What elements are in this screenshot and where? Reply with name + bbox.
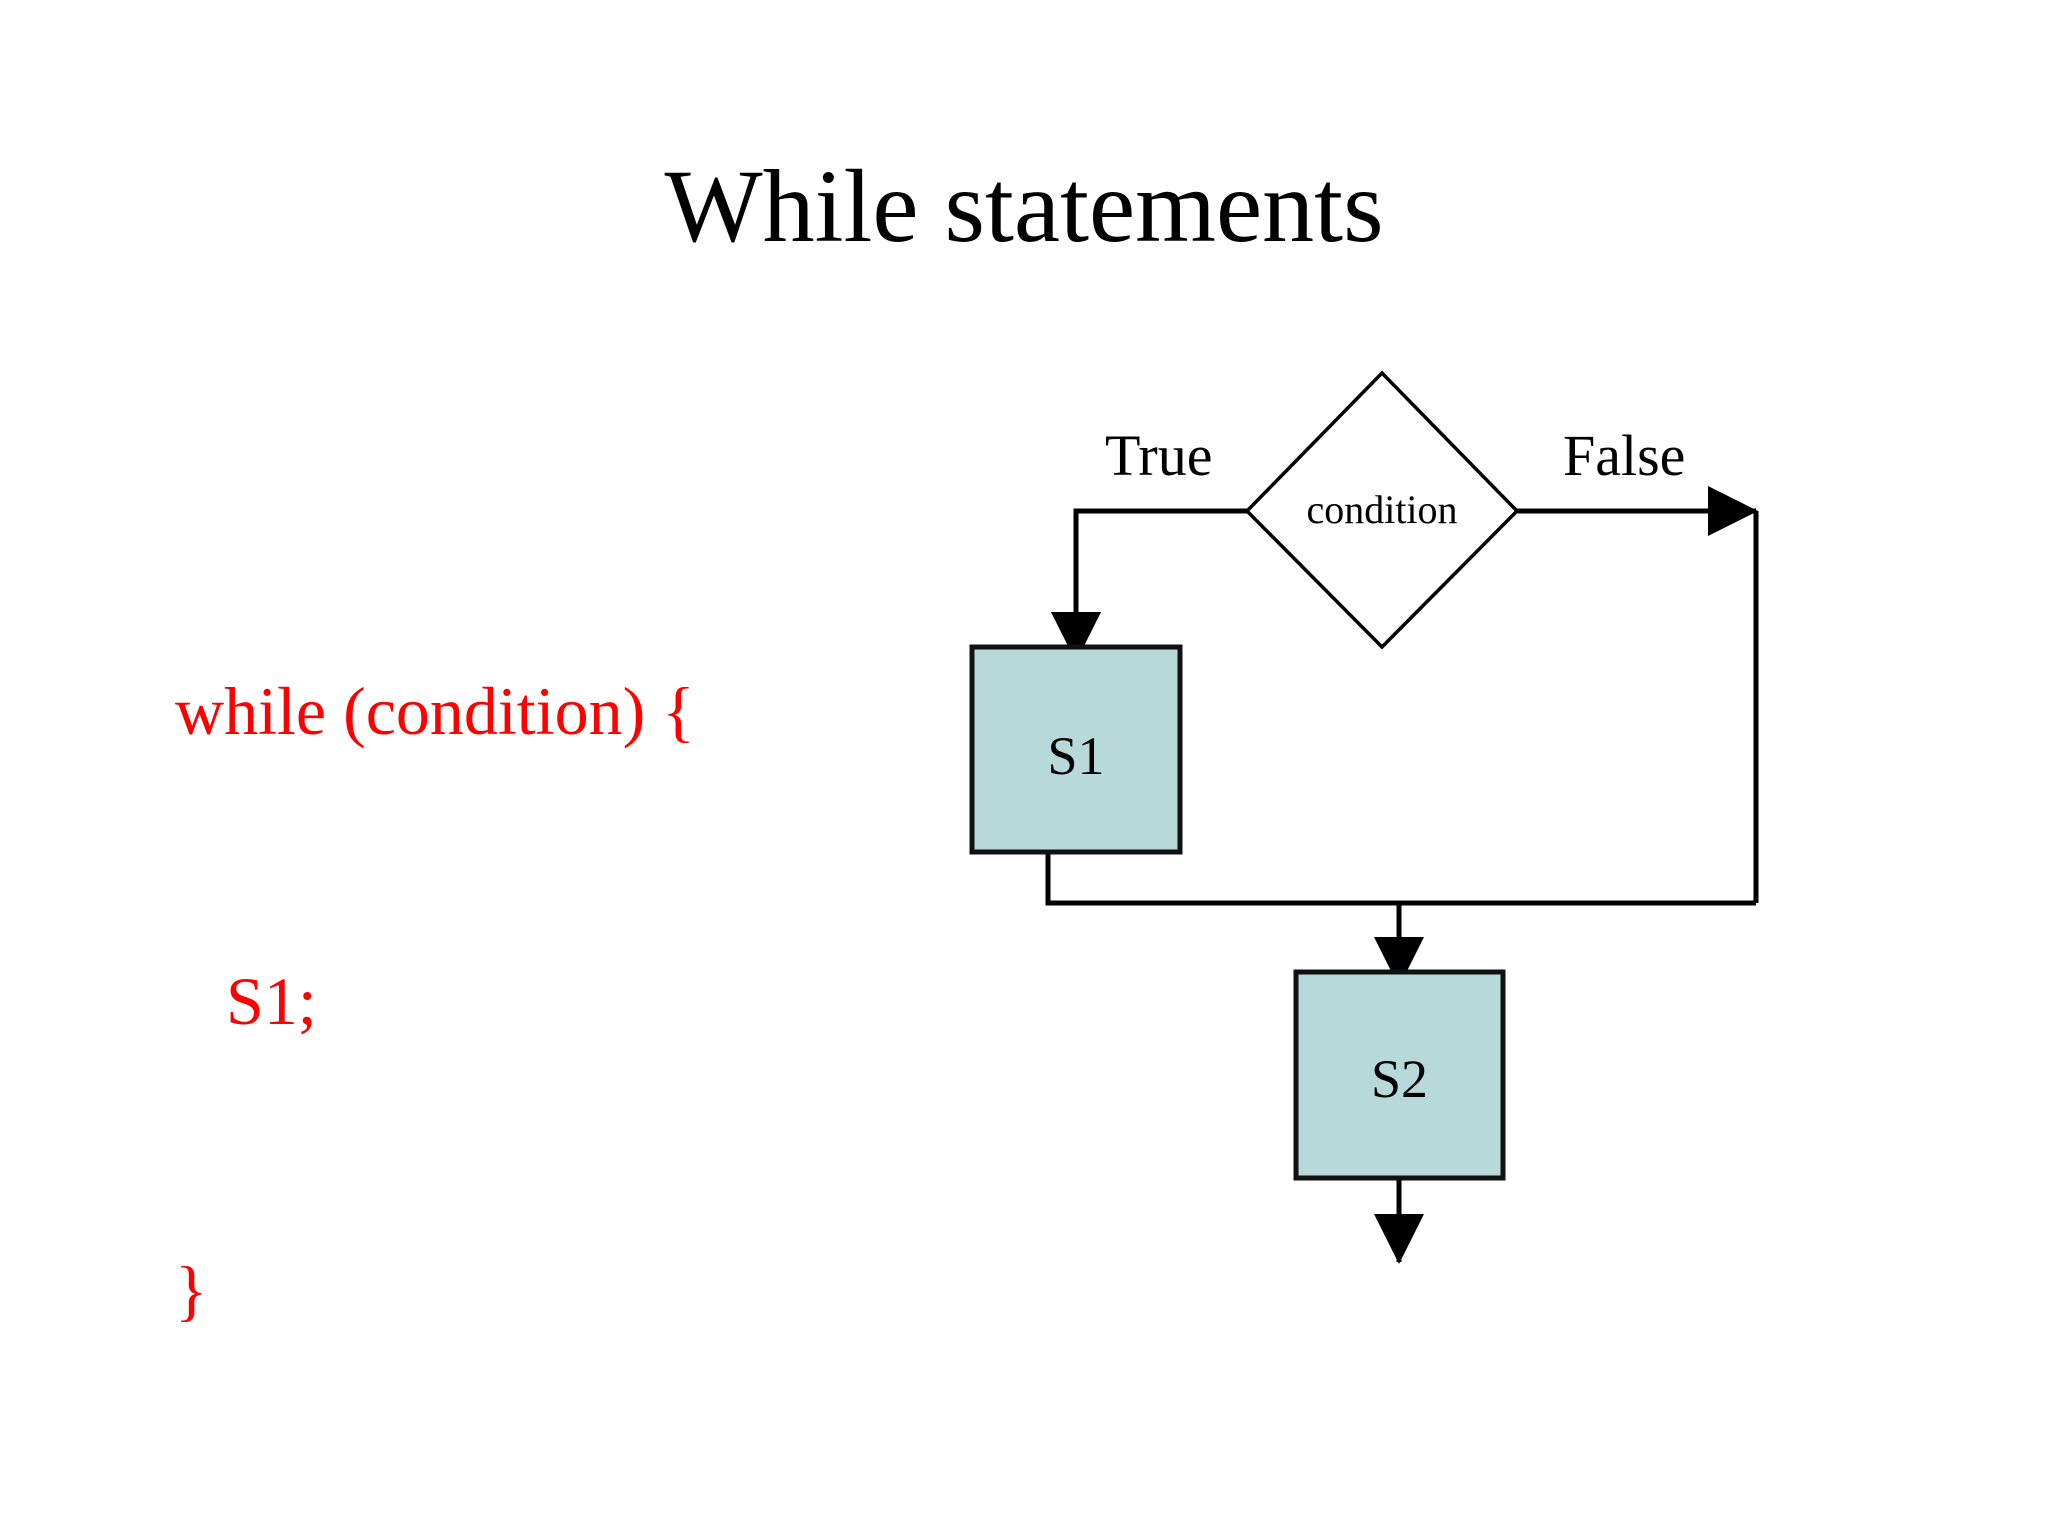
edge-true-path xyxy=(1051,508,1247,662)
code-line-2: S1; xyxy=(175,962,317,1039)
code-line-1: while (condition) { xyxy=(175,673,695,750)
page-title: While statements xyxy=(664,149,1384,264)
process-box-s1 xyxy=(969,644,1183,855)
code-line-3: } xyxy=(175,1252,208,1329)
edge-merge-bar xyxy=(1045,852,1756,906)
code-listing: while (condition) { S1; } S2; xyxy=(175,470,935,1536)
decision-diamond xyxy=(1244,370,1520,650)
process-box-s2 xyxy=(1293,969,1506,1181)
